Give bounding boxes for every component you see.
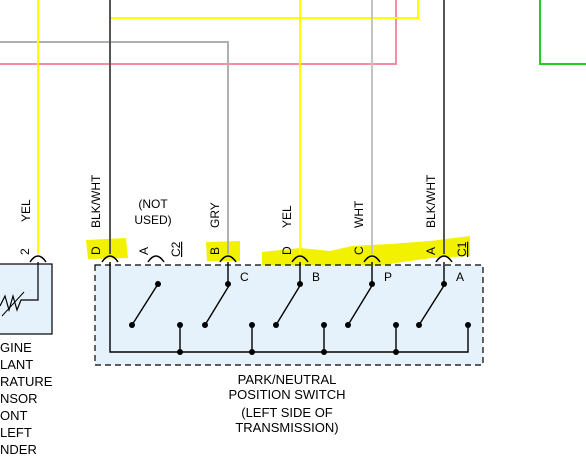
contact-dot (393, 322, 399, 328)
contact-dot (321, 322, 327, 328)
wire-label-d-blkwht: BLK/WHT (89, 174, 103, 228)
pin-label-left-2: 2 (18, 248, 32, 255)
highlight-marks (86, 236, 470, 271)
contact-label-a: A (456, 270, 464, 284)
caption-line1: PARK/NEUTRAL (238, 372, 337, 387)
switch-blade (204, 283, 231, 326)
switch-internal-wires (109, 262, 469, 353)
terminal-c (363, 255, 381, 263)
left-label-line2: LANT (0, 357, 33, 372)
highlight-d-pin (86, 238, 128, 259)
wire-label-a-blkwht: BLK/WHT (424, 174, 438, 228)
terminal-left-2 (29, 255, 47, 263)
left-component-box (0, 263, 53, 335)
contact-dot (345, 322, 351, 328)
left-label-line4: NSOR (0, 391, 38, 406)
wire-label-b-gry: GRY (208, 202, 222, 228)
left-label-line7: NDER (0, 442, 37, 457)
pin-label-b: B (208, 247, 222, 255)
highlight-right-band (262, 236, 470, 271)
left-label-line6: LEFT (0, 425, 32, 440)
junction-dot (393, 349, 399, 355)
contact-dot (273, 322, 279, 328)
contact-dot (129, 322, 135, 328)
pin-label-d: D (89, 246, 103, 255)
switch-contact-labels: C B P A (240, 270, 464, 284)
switch-dots (129, 281, 471, 355)
left-component: GINE LANT RATURE NSOR ONT LEFT NDER (0, 262, 53, 457)
switch-blade (347, 283, 374, 326)
terminal-a-unused (147, 255, 165, 263)
contact-dot (225, 281, 231, 287)
contact-dot (369, 281, 375, 287)
terminal-a2 (435, 255, 453, 263)
terminal-d2 (291, 255, 309, 263)
contact-label-b: B (312, 270, 320, 284)
contact-label-p: P (384, 270, 392, 284)
contact-dot (202, 322, 208, 328)
contact-dot (416, 322, 422, 328)
left-label-line5: ONT (0, 408, 28, 423)
junction-dot (321, 349, 327, 355)
connector-terminals (29, 255, 453, 263)
pin-labels: 2 D A C2 B D C A C1 (18, 241, 469, 257)
contact-dot (441, 281, 447, 287)
pin-label-a2: A (424, 247, 438, 255)
terminal-d (101, 255, 119, 263)
wires (0, 0, 586, 254)
wire-label-left-yel: YEL (19, 199, 33, 222)
pin-label-c1: C1 (455, 241, 469, 257)
common-wire-d (109, 262, 469, 353)
not-used-label-line1: (NOT (138, 197, 168, 211)
highlight-b-pin (206, 241, 240, 261)
contact-dot (177, 322, 183, 328)
caption-line3: (LEFT SIDE OF (241, 405, 333, 420)
green-wire (539, 0, 586, 65)
thermistor-arrow (1, 291, 25, 317)
switch-blade (131, 283, 159, 326)
caption-line2: POSITION SWITCH (229, 387, 346, 402)
pin-label-d2: D (280, 246, 294, 255)
wire-labels: YEL BLK/WHT GRY YEL WHT BLK/WHT (NOT USE… (19, 174, 438, 228)
caption-line4: TRANSMISSION) (235, 420, 338, 435)
contact-dot (297, 281, 303, 287)
switch-blade (275, 283, 302, 326)
terminal-b (219, 255, 237, 263)
switch-caption: PARK/NEUTRAL POSITION SWITCH (LEFT SIDE … (229, 372, 346, 435)
contact-dot (249, 322, 255, 328)
pin-label-a: A (137, 247, 151, 255)
pink-wire (0, 0, 397, 65)
junction-dot (249, 349, 255, 355)
wire-label-c-wht: WHT (352, 200, 366, 228)
park-neutral-switch: C B P A (94, 262, 484, 366)
contact-label-c: C (240, 270, 249, 284)
switch-blade (418, 283, 446, 326)
left-label-line3: RATURE (0, 374, 53, 389)
thermistor-symbol (0, 293, 26, 313)
wire-label-d-yel: YEL (280, 205, 294, 228)
contact-dot (465, 322, 471, 328)
pin-label-c: C (352, 246, 366, 255)
left-label-line1: GINE (0, 340, 32, 355)
yellow-wire-top (110, 0, 419, 19)
not-used-label-line2: USED) (134, 213, 171, 227)
left-component-wire (26, 262, 39, 301)
pin-label-c2: C2 (169, 241, 183, 257)
gray-wire-gry (0, 41, 229, 254)
junction-dot (177, 349, 183, 355)
contact-dot (155, 281, 161, 287)
